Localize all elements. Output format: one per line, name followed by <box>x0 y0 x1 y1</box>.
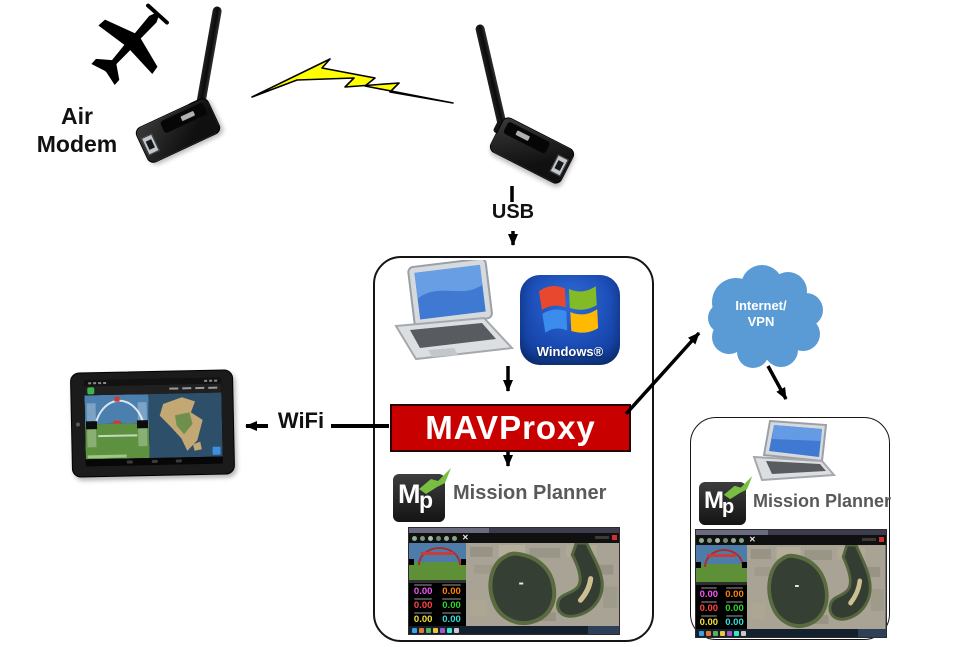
telemetry-value: 0.00 <box>442 600 461 612</box>
laptop-icon <box>394 260 515 361</box>
satellite-map <box>747 545 886 629</box>
ground-modem-device <box>487 114 577 187</box>
map-locate-button <box>212 446 221 455</box>
telemetry-value: 0.00 <box>442 613 461 625</box>
radio-link-lightning-icon <box>251 58 454 104</box>
window-titlebar <box>409 528 619 533</box>
modem-usb-port <box>140 133 160 156</box>
internet-cloud: Internet/ VPN <box>698 258 830 376</box>
artificial-horizon <box>409 543 466 580</box>
windows-taskbar <box>409 626 619 634</box>
telemetry-value: 0.00 <box>725 589 744 600</box>
telemetry-value: 0.00 <box>413 586 433 598</box>
telemetry-value: 0.00 <box>413 600 433 612</box>
green-plane-icon <box>419 468 451 494</box>
tablet-hud <box>84 394 151 460</box>
ground-modem-antenna-icon <box>474 23 507 128</box>
mission-planner-logo: M p <box>699 476 753 525</box>
air-modem-antenna-icon <box>195 5 223 112</box>
toolbar: ✕ <box>696 535 886 545</box>
app-icon <box>87 387 95 395</box>
window-titlebar <box>696 530 886 535</box>
close-icon: ✕ <box>462 533 469 542</box>
airplane-icon <box>91 3 169 85</box>
tablet-map <box>148 392 223 459</box>
mission-planner-label: Mission Planner <box>753 491 892 511</box>
wifi-label: WiFi <box>277 408 325 433</box>
telemetry-value: 0.00 <box>699 602 719 614</box>
telemetry-value: 0.00 <box>413 613 433 625</box>
windows-label: Windows® <box>536 344 604 359</box>
window-close-dot <box>612 535 617 540</box>
toolbar: ✕ <box>409 533 619 543</box>
mission-planner-logo: M p <box>393 468 451 522</box>
telemetry-value: 0.00 <box>725 602 744 614</box>
tablet-camera-icon <box>75 422 81 427</box>
air-modem-device <box>133 95 223 166</box>
tablet-device <box>69 369 236 478</box>
green-plane-icon <box>723 476 753 500</box>
air-modem-label: Air Modem <box>36 103 118 157</box>
telemetry-value: 0.00 <box>725 616 744 628</box>
usb-label: USB <box>491 201 535 223</box>
mission-planner-label: Mission Planner <box>453 482 607 504</box>
telemetry-values: 0.00 0.00 0.00 0.00 0.00 0.00 <box>696 585 747 629</box>
mavproxy-box: MAVProxy <box>390 404 631 452</box>
hud-panel: 0.00 0.00 0.00 0.00 0.00 0.00 <box>409 543 466 626</box>
mission-planner-screenshot: ✕ 0.00 0.00 0.00 0.00 <box>695 529 887 638</box>
tablet-screen <box>84 377 223 467</box>
artificial-horizon <box>696 545 748 582</box>
satellite-map <box>465 543 619 626</box>
modem-label-strip <box>502 121 551 155</box>
modem-usb-port <box>549 154 569 177</box>
mission-planner-screenshot: ✕ 0.00 0.00 0.00 0.00 <box>408 527 620 635</box>
mavproxy-label: MAVProxy <box>425 409 596 446</box>
windows-taskbar <box>696 629 886 637</box>
windows-logo: Windows® <box>520 275 620 365</box>
modem-label-strip <box>159 102 208 134</box>
hud-panel: 0.00 0.00 0.00 0.00 0.00 0.00 <box>696 545 748 629</box>
remote-laptop-icon <box>752 419 837 482</box>
tablet-navbar <box>85 456 223 467</box>
close-icon: ✕ <box>749 535 756 544</box>
window-close-dot <box>879 537 884 542</box>
telemetry-value: 0.00 <box>699 589 719 600</box>
telemetry-value: 0.00 <box>699 616 719 628</box>
telemetry-values: 0.00 0.00 0.00 0.00 0.00 0.00 <box>409 583 466 626</box>
telemetry-value: 0.00 <box>442 586 461 598</box>
cloud-label: Internet/ VPN <box>735 298 787 329</box>
